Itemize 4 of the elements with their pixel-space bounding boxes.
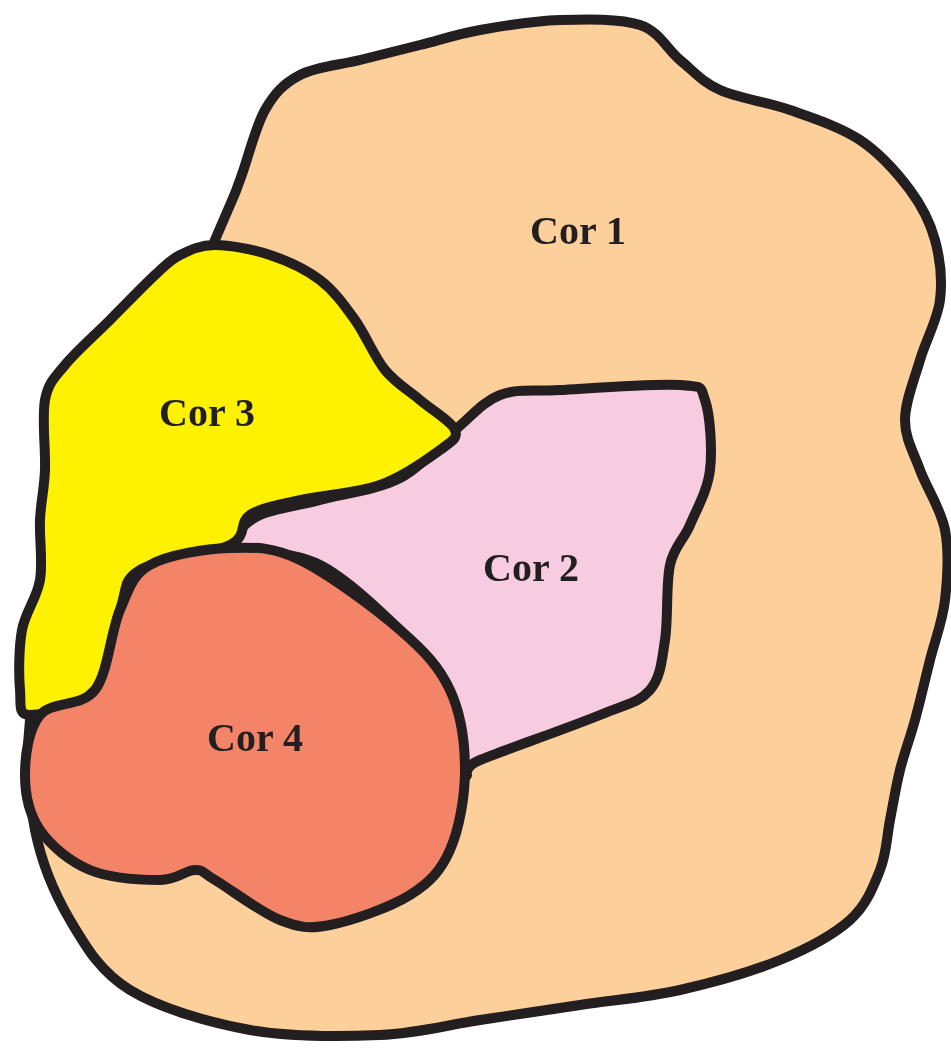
region-label: Cor 3 [159, 388, 255, 436]
region-label: Cor 2 [483, 543, 579, 591]
region-label: Cor 4 [207, 713, 303, 761]
region-label: Cor 1 [530, 206, 626, 254]
